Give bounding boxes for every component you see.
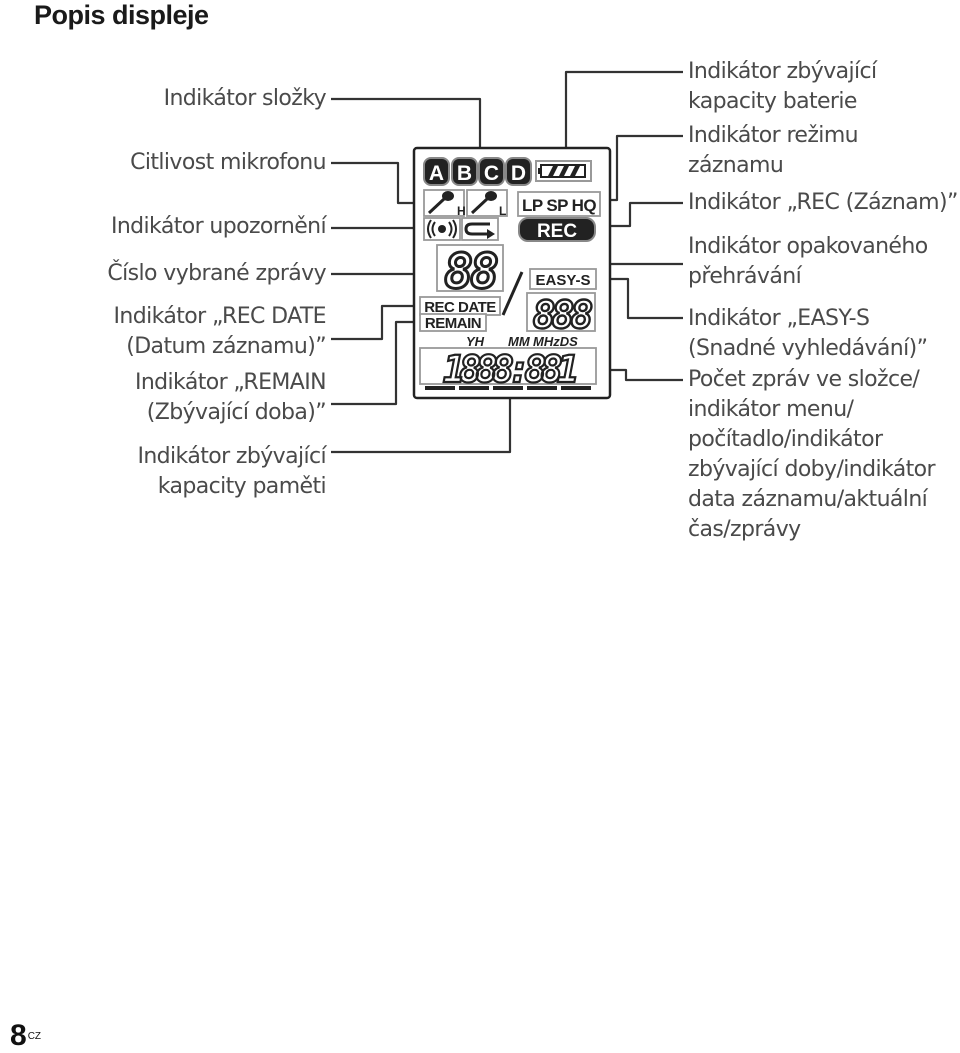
leader-battery xyxy=(564,70,683,160)
unit-yh: YH xyxy=(466,334,485,349)
rec-date-label: REC DATE xyxy=(424,299,496,316)
rec-date-icon: REC DATE xyxy=(419,296,501,316)
folder-d-icon: D xyxy=(505,157,532,186)
memory-segment xyxy=(527,386,557,390)
alarm-icon xyxy=(423,217,461,241)
mic-high-icon: H xyxy=(423,189,466,218)
easy-s-label: EASY-S xyxy=(535,272,590,289)
mic-low-label: L xyxy=(499,204,506,218)
rec-icon: REC xyxy=(518,217,596,242)
main-counter-digits: 1888:881 xyxy=(443,348,576,391)
label-counter-display: Počet zpráv ve složce/ indikátor menu/ p… xyxy=(688,367,936,542)
leader-rec-date xyxy=(331,304,420,341)
label-easy-s-indicator: Indikátor „EASY-S (Snadné vyhledávání)” xyxy=(688,306,928,361)
recording-mode-label: LP SP HQ xyxy=(522,196,596,215)
rec-label: REC xyxy=(537,221,577,242)
label-rec-date-indicator: Indikátor „REC DATE (Datum záznamu)” xyxy=(113,304,327,359)
memory-segment xyxy=(561,386,591,390)
folder-a-icon: A xyxy=(423,157,450,186)
leader-counter xyxy=(598,368,683,382)
message-number-display: 88 xyxy=(436,243,504,302)
memory-segment xyxy=(459,386,489,390)
label-remain-indicator: Indikátor „REMAIN (Zbývající doba)” xyxy=(134,370,327,425)
unit-mhzds: MHzDS xyxy=(533,334,578,349)
units-row: YH MM MHzDS xyxy=(466,334,578,349)
unit-mm: MM xyxy=(508,334,531,349)
slash-separator xyxy=(501,271,524,316)
folder-count-display: 888 xyxy=(526,292,598,338)
label-memory-capacity-indicator: Indikátor zbývající kapacity paměti xyxy=(137,444,326,499)
folder-icons: A B C D xyxy=(423,157,532,186)
folder-b-icon: B xyxy=(451,157,478,186)
message-number-digits: 88 xyxy=(444,244,497,300)
label-alarm-indicator: Indikátor upozornění xyxy=(110,214,327,239)
remain-icon: REMAIN xyxy=(419,313,487,332)
label-battery-indicator: Indikátor zbývající kapacity baterie xyxy=(688,59,877,114)
leader-mic xyxy=(331,161,424,205)
label-repeat-playback-indicator: Indikátor opakovaného přehrávání xyxy=(688,234,928,289)
label-selected-message-number: Číslo vybrané zprávy xyxy=(107,261,326,286)
leader-rec xyxy=(596,201,683,228)
leader-remain xyxy=(331,320,420,406)
leader-folder xyxy=(331,97,482,157)
leader-memory xyxy=(331,392,512,454)
page-title: Popis displeje xyxy=(34,0,209,30)
easy-s-icon: EASY-S xyxy=(529,268,597,290)
memory-segment xyxy=(493,386,523,390)
recording-mode-icon: LP SP HQ xyxy=(517,191,601,217)
battery-icon xyxy=(535,160,592,182)
folder-a-label: A xyxy=(429,162,444,185)
label-mic-sensitivity: Citlivost mikrofonu xyxy=(130,150,326,175)
page-number: 8CZ xyxy=(10,1019,41,1053)
main-counter-display: 1888:881 xyxy=(419,347,597,392)
mic-high-label: H xyxy=(457,204,466,218)
page-number-value: 8 xyxy=(10,1019,27,1052)
page-number-suffix: CZ xyxy=(27,1030,42,1042)
folder-c-label: C xyxy=(484,162,499,185)
mic-low-icon: L xyxy=(466,189,508,218)
folder-c-icon: C xyxy=(478,157,505,186)
label-folder-indicator: Indikátor složky xyxy=(163,86,327,111)
repeat-icon xyxy=(461,217,499,241)
label-rec-indicator: Indikátor „REC (Záznam)” xyxy=(688,190,958,215)
remain-label: REMAIN xyxy=(425,315,481,332)
folder-d-label: D xyxy=(511,162,526,185)
leader-easy-s xyxy=(596,277,683,320)
folder-b-label: B xyxy=(457,162,472,185)
label-recording-mode-indicator: Indikátor režimu záznamu xyxy=(688,123,859,178)
leader-rec-mode xyxy=(602,134,683,202)
memory-capacity-bar xyxy=(425,386,591,390)
memory-segment xyxy=(425,386,455,390)
folder-count-digits: 888 xyxy=(533,293,593,337)
